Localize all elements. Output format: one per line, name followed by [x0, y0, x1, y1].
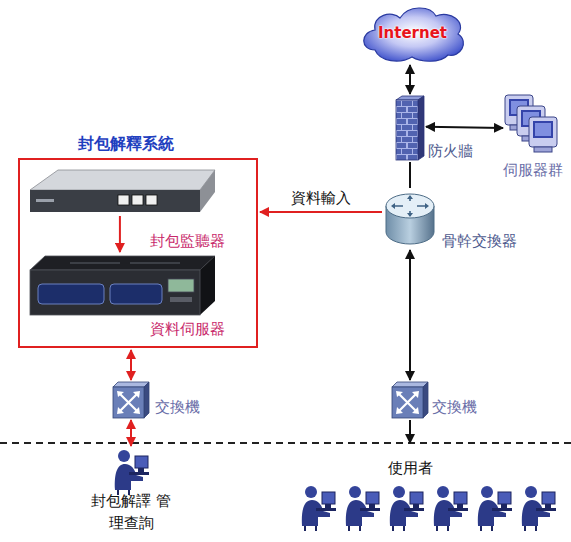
connector-arrow	[119, 216, 121, 252]
firewall-wall	[396, 100, 418, 160]
users-label: 使用者	[375, 459, 445, 477]
packet-monitor-node: 封包監聽器	[30, 168, 215, 214]
data-server-node: 資料伺服器	[30, 254, 215, 316]
user-person	[522, 486, 556, 531]
lcd-panel	[168, 279, 194, 292]
appliance-top	[30, 170, 215, 190]
switch-label: 交換機	[155, 398, 200, 416]
appliance-side	[200, 170, 215, 212]
backbone-switch-node: 骨幹交換器	[384, 190, 436, 248]
boundary-dashed-line	[0, 442, 571, 444]
connector-arrow	[409, 250, 411, 380]
network-port	[118, 195, 129, 205]
drive-bay	[110, 284, 162, 304]
switch-icon	[392, 382, 428, 418]
server-top	[30, 256, 215, 270]
internet-label: Internet	[360, 24, 465, 42]
connector-arrow	[426, 127, 503, 128]
connector-arrow	[130, 350, 132, 380]
edge-label: 資料輸入	[291, 189, 351, 207]
admin-node: 封包解譯 管理查詢	[113, 448, 149, 488]
backbone-arrowheads	[391, 195, 429, 217]
server-side	[200, 256, 215, 315]
connector-arrow	[409, 420, 411, 443]
server-front	[30, 270, 200, 315]
connector-arrow	[260, 211, 382, 213]
internet-cloud-node: Internet	[360, 5, 465, 63]
firewall-label: 防火牆	[428, 142, 473, 160]
firewall-node: 防火牆	[396, 96, 424, 160]
appliance-logo	[36, 199, 54, 202]
admin-person	[115, 450, 149, 495]
connector-arrow	[409, 65, 411, 94]
appliance-front	[30, 190, 200, 212]
network-port	[146, 195, 157, 205]
switch-node: 交換機	[113, 382, 149, 418]
server-monitor	[529, 117, 557, 152]
server-vents	[70, 262, 180, 264]
backbone-label: 骨幹交換器	[442, 232, 517, 250]
device-label: 資料伺服器	[150, 320, 225, 338]
system-title: 封包解釋系統	[78, 135, 174, 153]
user-person	[434, 486, 468, 531]
user-person	[302, 486, 336, 531]
connector-arrow	[130, 420, 132, 446]
server-group-node: 伺服器群	[505, 95, 560, 152]
switch-label: 交換機	[432, 398, 477, 416]
switch-icon	[113, 382, 149, 418]
users-node: 使用者	[295, 445, 565, 537]
user-person	[478, 486, 512, 531]
switch-node: 交換機	[392, 382, 428, 418]
admin-label: 封包解譯 管理查詢	[91, 490, 171, 534]
network-port	[132, 195, 143, 205]
system-group-box: 封包解釋系統封包監聽器資料伺服器	[18, 158, 258, 348]
server-group-label: 伺服器群	[497, 161, 568, 179]
connector-arrow	[409, 162, 411, 188]
backbone-top	[386, 194, 434, 218]
firewall-side	[418, 96, 424, 160]
user-person	[390, 486, 424, 531]
panel-buttons	[170, 297, 192, 302]
user-person	[346, 486, 380, 531]
device-label: 封包監聽器	[150, 232, 225, 250]
drive-bay	[38, 284, 104, 304]
